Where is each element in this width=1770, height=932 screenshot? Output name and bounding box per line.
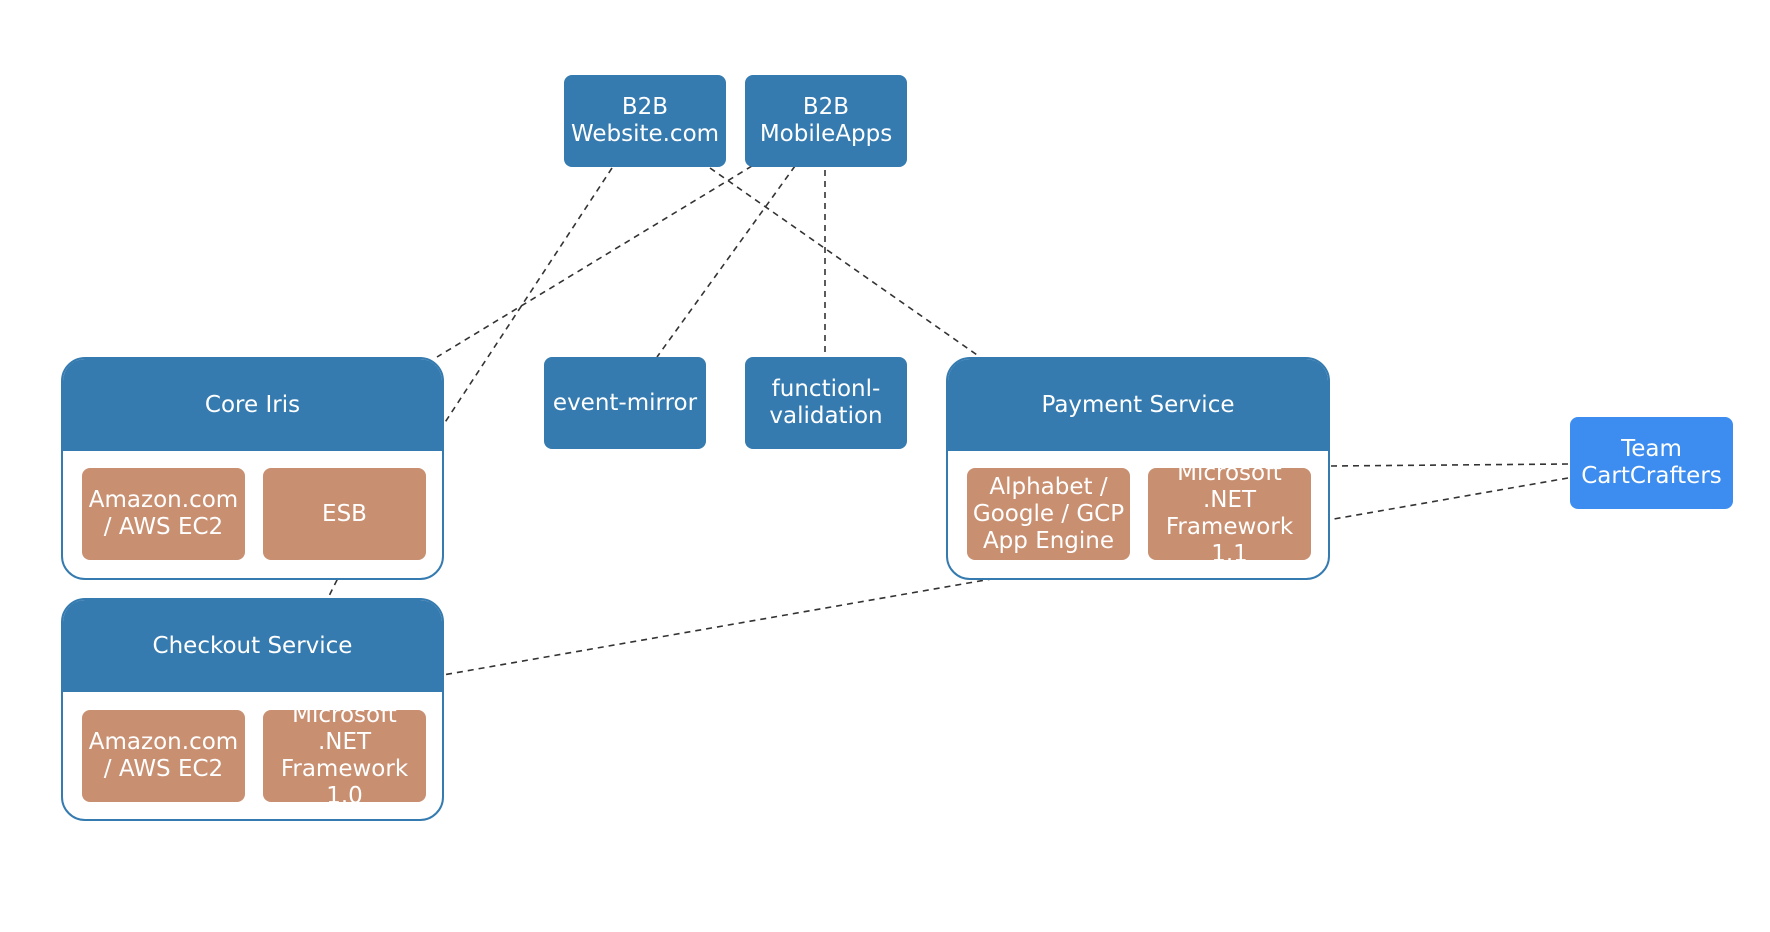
functionl-validation-node[interactable]: functionl- validation — [745, 357, 907, 449]
edge-team-to-checkout — [442, 477, 1569, 676]
core-iris-title: Core Iris — [63, 359, 442, 451]
event-mirror-node[interactable]: event-mirror — [544, 357, 706, 449]
b2b-mobileapps-node[interactable]: B2B MobileApps — [745, 75, 907, 167]
payment-tech-gcp-app-engine: Alphabet / Google / GCP App Engine — [967, 468, 1130, 560]
edge-website-to-payment — [709, 167, 981, 358]
b2b-website-node[interactable]: B2B Website.com — [564, 75, 726, 167]
payment-tech-dotnet-1-1: Microsoft .NET Framework 1.1 — [1148, 468, 1311, 560]
edge-mobileapps-to-event-mirror — [656, 165, 796, 358]
checkout-tech-aws-ec2: Amazon.com / AWS EC2 — [82, 710, 245, 802]
payment-service-title: Payment Service — [948, 359, 1328, 451]
team-cartcrafters-node[interactable]: Team CartCrafters — [1570, 417, 1733, 509]
checkout-service-container[interactable]: Checkout Service Amazon.com / AWS EC2 Mi… — [61, 598, 444, 821]
checkout-service-title: Checkout Service — [63, 600, 442, 692]
edge-esb-to-checkout — [327, 559, 348, 599]
core-iris-tech-esb: ESB — [263, 468, 426, 560]
edge-mobileapps-to-core-iris — [436, 165, 753, 358]
checkout-tech-dotnet-1-0: Microsoft .NET Framework 1.0 — [263, 710, 426, 802]
core-iris-tech-aws-ec2: Amazon.com / AWS EC2 — [82, 468, 245, 560]
core-iris-container[interactable]: Core Iris Amazon.com / AWS EC2 ESB — [61, 357, 444, 580]
edge-team-to-payment — [1329, 463, 1569, 467]
payment-service-container[interactable]: Payment Service Alphabet / Google / GCP … — [946, 357, 1330, 580]
edge-website-to-esb — [414, 167, 613, 469]
